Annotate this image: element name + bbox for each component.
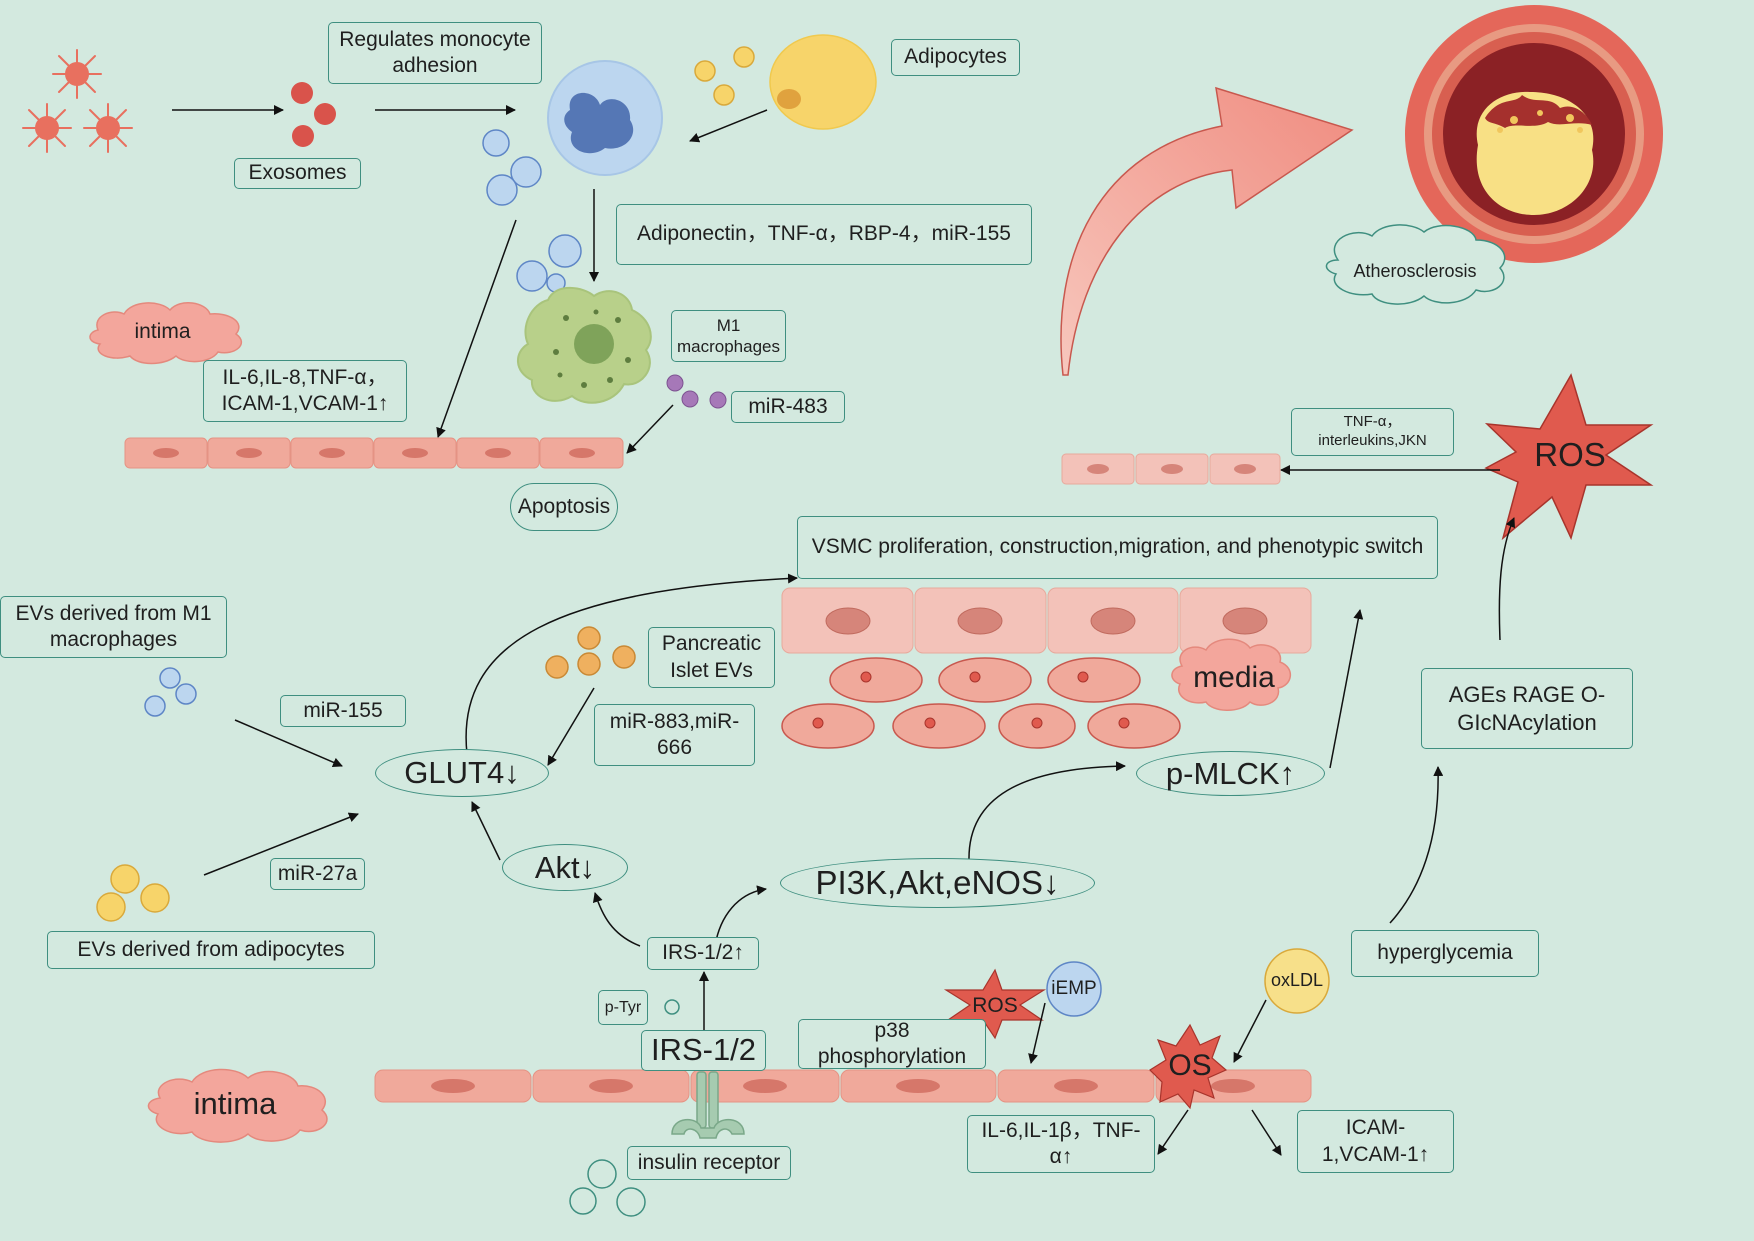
mir483-label: miR-483 — [731, 391, 845, 423]
exosome-dots-icon — [291, 82, 336, 147]
evs-m1-label: EVs derived from M1 macrophages — [0, 596, 227, 658]
oxldl-icon — [1264, 948, 1330, 1014]
icam-bottom-label: ICAM-1,VCAM-1↑ — [1297, 1110, 1454, 1173]
il6-top-label: IL-6,IL-8,TNF-α，ICAM-1,VCAM-1↑ — [203, 360, 407, 422]
monocyte-icon — [547, 60, 663, 176]
il6-bottom-label: IL-6,IL-1β，TNF-α↑ — [967, 1115, 1155, 1173]
regulates-label: Regulates monocyte adhesion — [328, 22, 542, 84]
iemp-icon — [1046, 961, 1102, 1017]
irs-label: IRS-1/2 — [641, 1030, 766, 1071]
tnf-small-label: TNF-α，interleukins,JKN — [1291, 408, 1454, 456]
intima-top-cloud — [89, 302, 243, 365]
intima-top-label: intima — [134, 320, 191, 344]
ptyr-label: p-Tyr — [598, 990, 648, 1025]
media-label: media — [1193, 661, 1275, 694]
big-curved-arrow — [1060, 86, 1354, 376]
irs-up-label: IRS-1/2↑ — [647, 937, 759, 970]
vsmc-label: VSMC proliferation, construction,migrati… — [797, 516, 1438, 579]
mir27a-label: miR-27a — [270, 858, 365, 890]
ages-label: AGEs RAGE O-GIcNAcylation — [1421, 668, 1633, 749]
macrophage-icon — [517, 286, 652, 404]
vesicle-icon — [482, 129, 582, 293]
intima-bottom-cloud — [147, 1068, 328, 1143]
pmlck-label: p-MLCK↑ — [1136, 751, 1325, 796]
pi3k-label: PI3K,Akt,eNOS↓ — [780, 858, 1095, 908]
p38-label: p38 phosphorylation — [798, 1019, 986, 1069]
oxldl-label: oxLDL — [1270, 970, 1324, 991]
media-cells — [781, 657, 1181, 749]
endothelial-row-top — [124, 437, 624, 469]
exosomes-label: Exosomes — [234, 158, 361, 189]
insulin-receptor-label: insulin receptor — [627, 1146, 791, 1180]
akt-label: Akt↓ — [502, 844, 628, 891]
os-label: OS — [1168, 1049, 1212, 1082]
evs-adipo-label: EVs derived from adipocytes — [47, 931, 375, 969]
ros-small-label: ROS — [972, 994, 1018, 1018]
pancreatic-label: Pancreatic Islet EVs — [648, 627, 775, 688]
media-cloud — [1171, 638, 1291, 711]
adipo-factors-label: Adiponectin，TNF-α，RBP-4，miR-155 — [616, 204, 1032, 265]
adipocytes-label: Adipocytes — [891, 39, 1020, 76]
purple-vesicle-icon — [666, 374, 727, 409]
ros-big-label: ROS — [1534, 436, 1606, 474]
mir883-label: miR-883,miR-666 — [594, 704, 755, 766]
apoptosis-label: Apoptosis — [510, 483, 618, 531]
atherosclerosis-label: Atherosclerosis — [1353, 261, 1477, 282]
adipocyte-icon — [694, 34, 877, 130]
vessel-cross-section-icon — [1405, 5, 1663, 263]
ros-big-star-icon — [1484, 373, 1654, 541]
m1-macrophages-label: M1 macrophages — [671, 310, 786, 362]
iemp-label: iEMP — [1051, 977, 1097, 999]
insulin-receptor-icon — [671, 1071, 745, 1139]
glut4-label: GLUT4↓ — [375, 749, 549, 797]
mir155-label: miR-155 — [280, 695, 406, 727]
ros-small-star-icon — [943, 968, 1047, 1040]
intima-bottom-label: intima — [193, 1086, 277, 1122]
atherosclerosis-cloud — [1325, 224, 1506, 305]
spiky-cells-icon — [22, 49, 133, 153]
hyperglycemia-label: hyperglycemia — [1351, 930, 1539, 977]
os-star-icon — [1149, 1023, 1228, 1110]
